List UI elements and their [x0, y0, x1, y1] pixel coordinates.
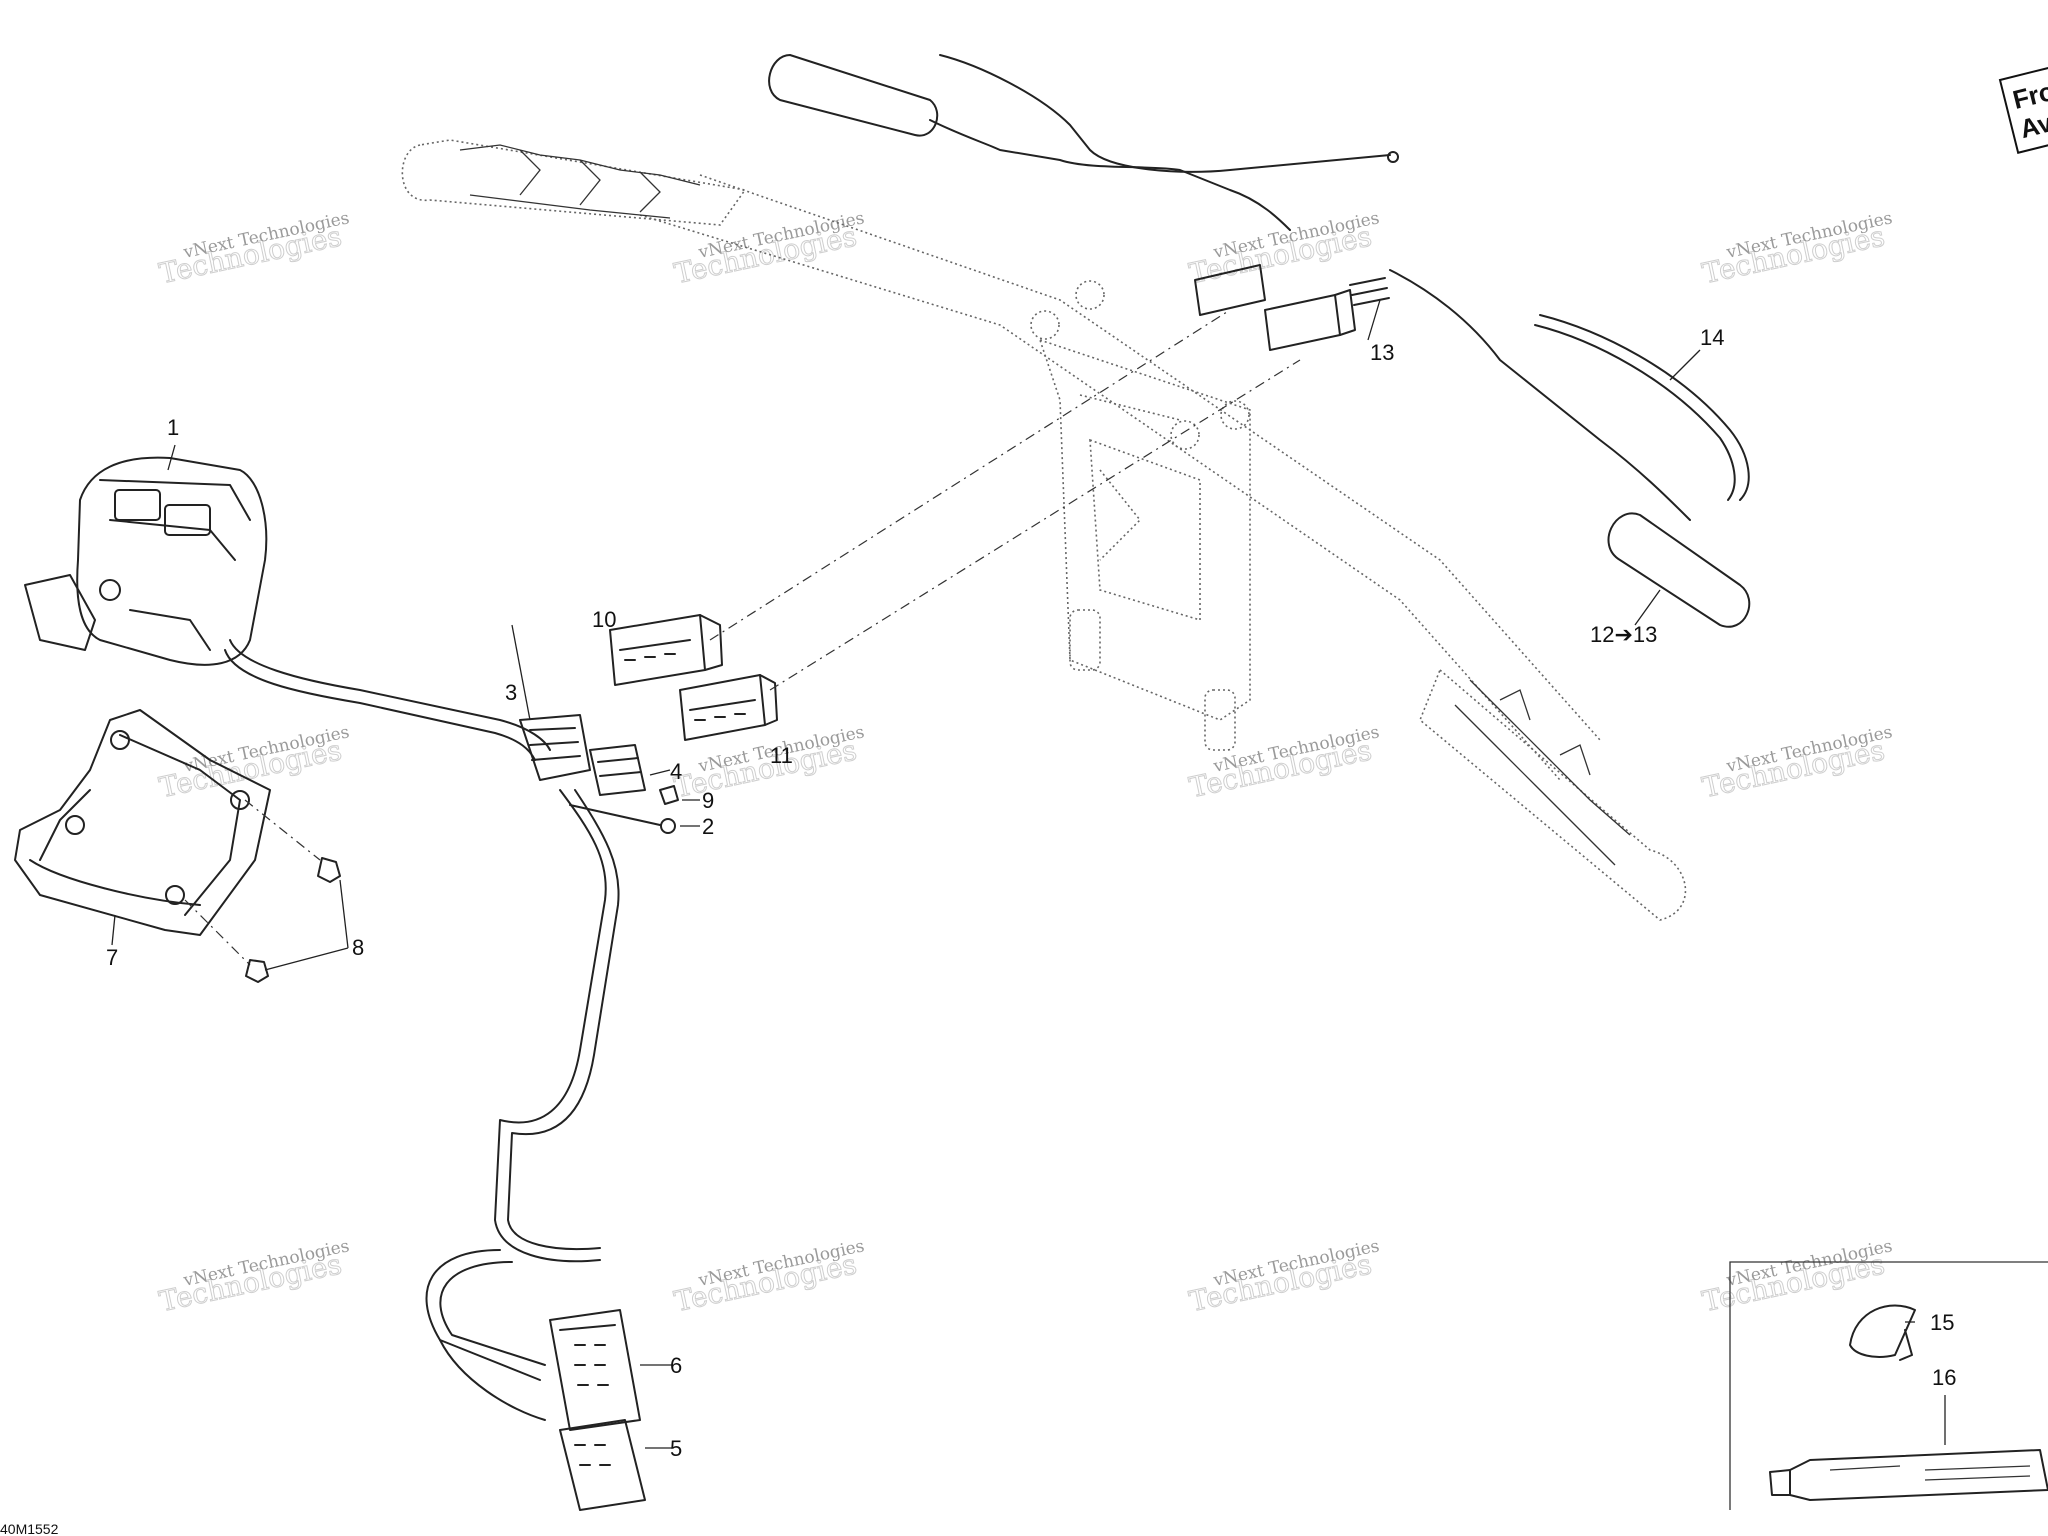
callout-9: 9 [702, 788, 714, 813]
leader-lines [111, 299, 1946, 1449]
callout-10: 10 [592, 607, 616, 632]
heating-wire [1534, 314, 1750, 501]
watermark: Technologies vNext Technologies [1186, 208, 1381, 291]
callout-14: 14 [1700, 325, 1724, 350]
watermark: Technologies vNext Technologies [156, 208, 351, 291]
mating-connectors [1194, 264, 1390, 351]
watermark: Technologies vNext Technologies [1699, 208, 1894, 291]
drawing-code: 40M1552 [0, 1521, 59, 1536]
watermark: Technologies vNext Technologies [1186, 1236, 1381, 1319]
callout-16: 16 [1932, 1365, 1956, 1390]
callout-2: 2 [702, 814, 714, 839]
callout-labels: 1 2 3 4 5 6 7 8 9 10 11 13 14 12➔13 15 1… [106, 325, 1956, 1461]
callout-7: 7 [106, 945, 118, 970]
callout-1: 1 [167, 415, 179, 440]
callout-6: 6 [670, 1353, 682, 1378]
screws [184, 799, 341, 983]
callout-15: 15 [1930, 1310, 1954, 1335]
front-direction-label: Front Avant [1998, 61, 2048, 154]
control-switch-housing [24, 456, 551, 761]
callout-13: 13 [1370, 340, 1394, 365]
watermark: Technologies vNext Technologies [156, 1236, 351, 1319]
callout-3: 3 [505, 680, 517, 705]
watermark: Technologies vNext Technologies [671, 208, 866, 291]
watermark: Technologies vNext Technologies [1186, 722, 1381, 805]
wiring-harness [425, 714, 679, 1511]
watermark-grid: Technologies vNext Technologies Technolo… [156, 208, 1894, 1319]
watermark: Technologies vNext Technologies [1699, 722, 1894, 805]
grip-heating-elements [768, 54, 1751, 628]
callout-5: 5 [670, 1436, 682, 1461]
callout-4: 4 [670, 759, 682, 784]
callout-12-to-13: 12➔13 [1590, 622, 1657, 647]
watermark: Technologies vNext Technologies [1699, 1236, 1894, 1319]
accessory-box [1729, 1261, 2048, 1510]
handlebar-assembly [401, 139, 1687, 921]
callout-11: 11 [770, 743, 793, 768]
callout-8: 8 [352, 935, 364, 960]
connector-housings [609, 309, 1301, 741]
watermark: Technologies vNext Technologies [671, 1236, 866, 1319]
back-cover [14, 709, 271, 936]
